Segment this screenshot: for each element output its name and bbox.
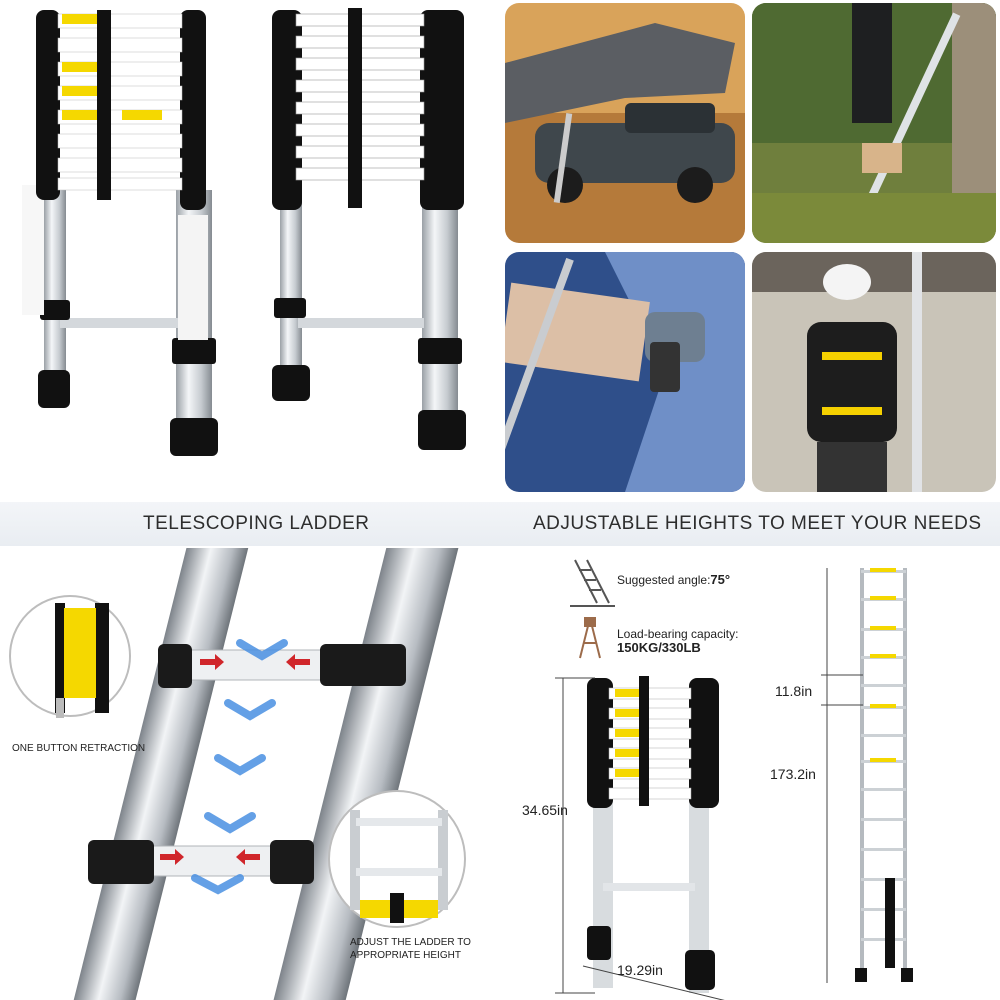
retraction-detail-closeup <box>0 548 500 1000</box>
section-banner <box>0 502 1000 546</box>
collapsed-ladder <box>587 676 719 993</box>
load-spec-value: 150KG/330LB <box>617 640 701 655</box>
adjust-label-line2: APPROPRIATE HEIGHT <box>350 950 461 961</box>
load-spec-label: Load-bearing capacity: <box>617 627 739 641</box>
adjust-inset-ladder <box>350 810 448 923</box>
collapsed-height-value: 34.65in <box>522 802 568 818</box>
angle-icon <box>570 559 615 607</box>
retraction-inset-ladder <box>55 603 109 718</box>
left-section-title: TELESCOPING LADDER <box>143 513 370 534</box>
dimensions-diagram <box>505 548 1000 1000</box>
angle-label: Suggested angle: <box>617 573 711 587</box>
blue-chevron-icons <box>191 639 288 895</box>
step-spacing-value: 11.8in <box>775 683 813 699</box>
adjust-label-line1: ADJUST THE LADDER TO <box>350 937 471 948</box>
base-width-value: 19.29in <box>617 962 663 978</box>
base-width-dimension <box>582 965 725 1000</box>
collapsed-height-dimension <box>555 677 595 994</box>
angle-spec: Suggested angle:75° <box>617 572 730 587</box>
retraction-label: ONE BUTTON RETRACTION <box>12 743 146 754</box>
load-capacity-icon <box>579 617 601 659</box>
red-arrow-icons <box>160 654 310 865</box>
photo-forest-climbing <box>752 3 996 243</box>
ladder-plain <box>272 8 466 450</box>
extended-height-value: 173.2in <box>770 766 816 782</box>
angle-value: 75° <box>710 572 731 587</box>
photo-spray-painting-wall <box>505 252 745 492</box>
ladder-with-labels <box>22 10 218 456</box>
photo-car-roof-tent <box>505 3 745 243</box>
photo-worker-safety-vest <box>752 252 996 492</box>
right-section-title: ADJUSTABLE HEIGHTS TO MEET YOUR NEEDS <box>533 513 982 534</box>
product-image-collapsed-ladders <box>0 0 500 500</box>
extended-ladder <box>855 568 913 982</box>
